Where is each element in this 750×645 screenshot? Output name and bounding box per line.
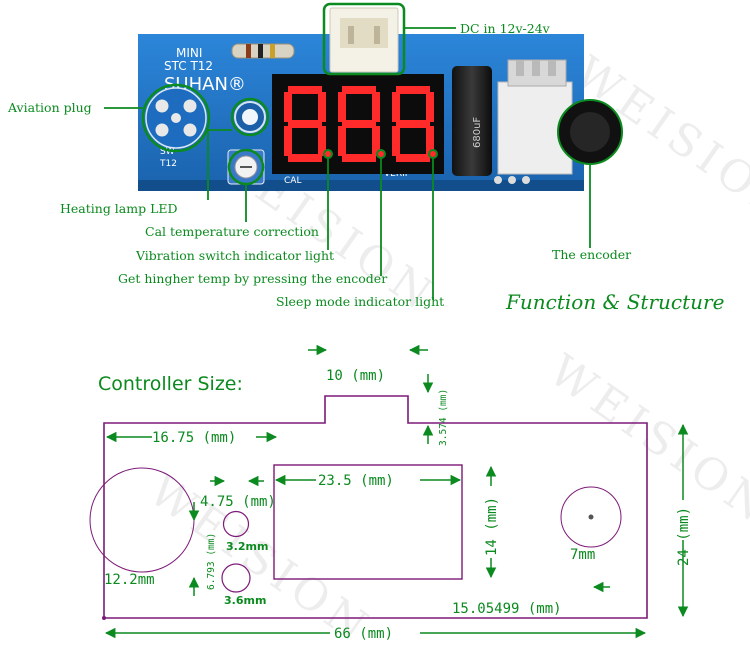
board-outline (103, 395, 648, 619)
silk-cal: CAL (284, 176, 301, 186)
plug-pad (171, 113, 181, 123)
led2-dia-dim: 3.6mm (224, 594, 266, 607)
led-pitch-dim: 4.75 (mm) (200, 494, 276, 510)
higher-temp-indicator (376, 149, 386, 159)
watermark-text: WEISION (540, 345, 750, 535)
led-hole-2 (221, 563, 251, 593)
pcb-pad (494, 176, 502, 184)
cal-temp-label: Cal temperature correction (145, 224, 319, 239)
board-width-dim: 66 (mm) (334, 626, 393, 642)
display-height-dim: 14 (mm) (484, 497, 500, 556)
pcb-edge-shadow (138, 180, 584, 191)
led1-dia-dim: 3.2mm (226, 540, 268, 553)
vibration-indicator (323, 149, 333, 159)
plug-dia-dim: 12.2mm (104, 572, 155, 588)
encoder-pin (532, 60, 540, 76)
encoder-offset-dim: 15.05499 (mm) (452, 601, 562, 617)
section-title: Function & Structure (505, 290, 724, 314)
display-width-dim: 23.5 (mm) (318, 473, 394, 489)
capacitor-label: 680uF (472, 117, 483, 148)
encoder-pin (516, 60, 524, 76)
encoder-label: The encoder (552, 247, 631, 262)
callout-lines (104, 27, 591, 300)
resistor-band (246, 44, 251, 58)
led-hole-1 (222, 510, 250, 538)
outline-drawing (89, 395, 648, 619)
led-gap-dim: 6.793 (mm) (206, 533, 217, 590)
resistor-band (258, 44, 263, 58)
heating-led-lens (242, 109, 258, 125)
heating-led-label: Heating lamp LED (60, 201, 178, 216)
pcb-pad (522, 176, 530, 184)
dc-pin (374, 26, 380, 44)
plug-highlight (141, 83, 211, 153)
display-digits (284, 86, 434, 162)
size-title: Controller Size: (98, 373, 243, 395)
conn-width-dim: 10 (mm) (326, 368, 385, 384)
vibration-label: Vibration switch indicator light (135, 248, 334, 263)
higher-temp-label: Get hingher temp by pressing the encoder (118, 271, 387, 286)
encoder-dia-dim: 7mm (570, 547, 595, 563)
encoder-hole (560, 486, 622, 548)
silk-sw: SW (160, 147, 175, 157)
silk-model: STC T12 (164, 59, 213, 73)
resistor-band (270, 44, 275, 58)
silk-t12: T12 (159, 159, 177, 169)
plug-pad (155, 123, 169, 137)
dc-connector-slot (340, 18, 388, 48)
plug-pad (183, 99, 197, 113)
board-corner-mark (102, 616, 106, 620)
encoder-knob-top (570, 112, 610, 152)
dc-input-label: DC in 12v-24v (460, 21, 551, 36)
sleep-mode-label: Sleep mode indicator light (276, 294, 444, 309)
conn-height-dim: 3.574 (mm) (438, 389, 449, 446)
board-height-dim: 24 (mm) (676, 507, 692, 566)
aviation-plug-label: Aviation plug (7, 100, 92, 115)
dc-pin (348, 26, 354, 44)
plug-pad (155, 99, 169, 113)
capacitor (452, 66, 492, 176)
encoder-center (588, 514, 594, 520)
dc-highlight (322, 2, 406, 76)
sleep-indicator (428, 149, 438, 159)
plug-pad (183, 123, 197, 137)
encoder-pin (548, 60, 556, 76)
left-offset-dim: 16.75 (mm) (152, 430, 236, 446)
pcb-photo: MINI STC T12 SUHAN® SW T12 CAL VERIF (138, 7, 623, 191)
dimension-arrows (104, 344, 689, 639)
silk-mini: MINI (176, 46, 202, 60)
led-highlight (230, 97, 270, 137)
pcb-pad (508, 176, 516, 184)
display-cutout (273, 464, 463, 580)
callout-rings (141, 2, 406, 186)
